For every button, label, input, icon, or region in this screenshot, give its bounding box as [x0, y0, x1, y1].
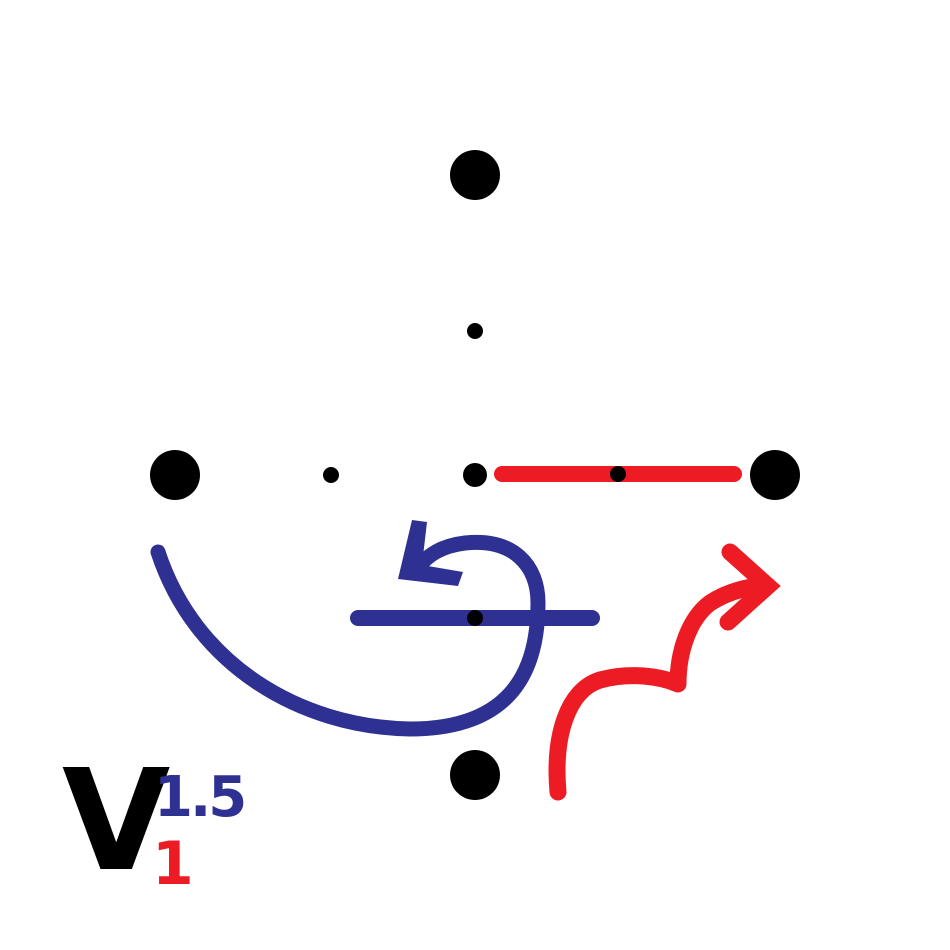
small-point-upper [467, 323, 483, 339]
small-point-on-red-bar [610, 466, 626, 482]
small-point-left [323, 467, 339, 483]
wavy-arrow-icon [548, 543, 781, 801]
large-point-bottom [450, 750, 500, 800]
medium-point-center [463, 463, 487, 487]
curved-arrow-counterclockwise-icon [150, 520, 546, 737]
symbol-letter: V [62, 740, 171, 903]
small-point-on-blue-bar [467, 610, 483, 626]
symbol-superscript: 1.5 [154, 765, 247, 830]
large-point-right [750, 450, 800, 500]
symbol-subscript: 1 [152, 829, 194, 899]
large-point-top [450, 150, 500, 200]
large-point-left [150, 450, 200, 500]
